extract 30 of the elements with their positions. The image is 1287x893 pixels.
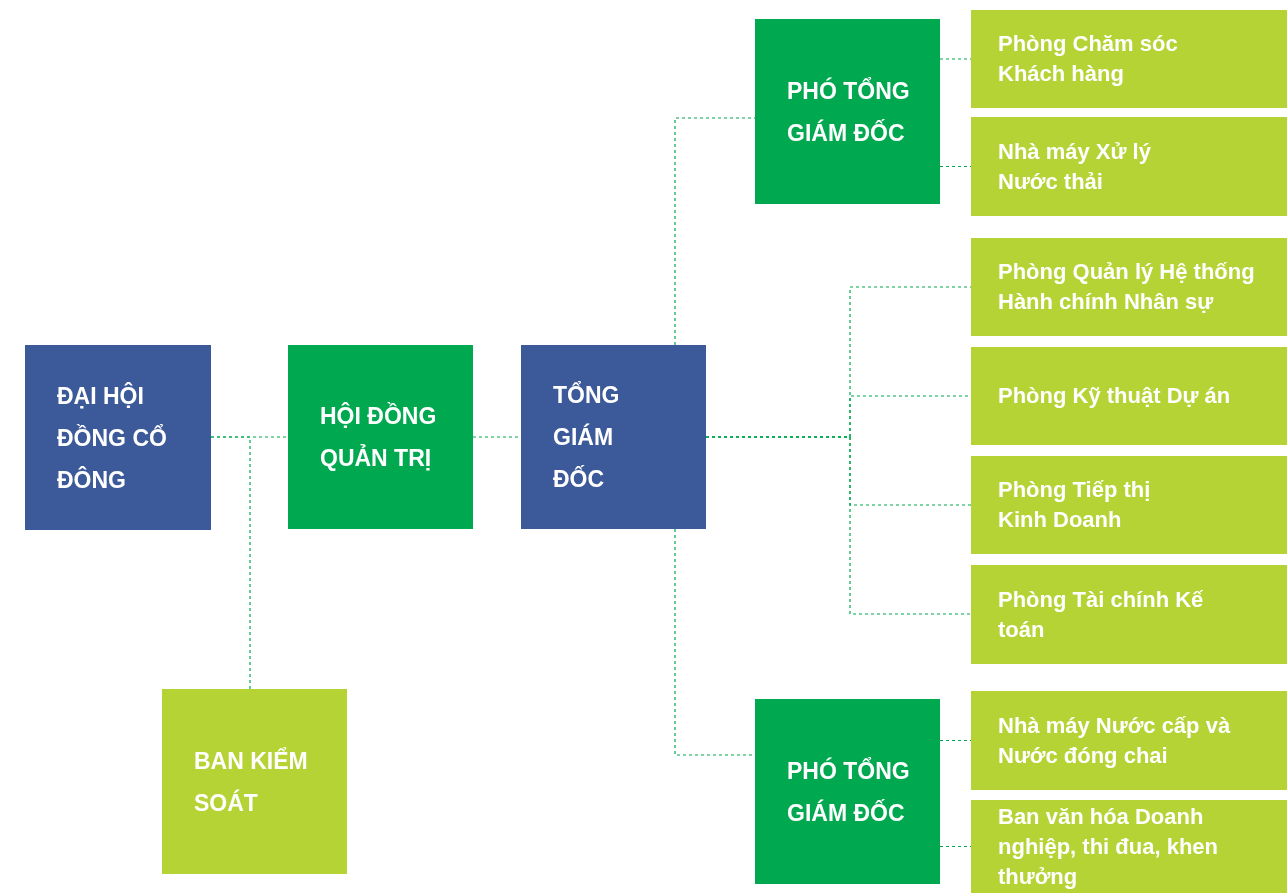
department-box <box>971 691 1287 790</box>
org-box <box>521 345 706 529</box>
box-label: Phòng Quản lý Hệ thống Hành chính Nhân sự <box>998 258 1256 316</box>
org-box <box>162 689 347 874</box>
box-label: Phòng Tiếp thị Kinh Doanh <box>998 476 1152 534</box>
box-label: HỘI ĐỒNG QUẢN TRỊ <box>320 401 438 473</box>
department-box <box>971 456 1287 554</box>
department-box <box>971 347 1287 445</box>
box-label: Ban văn hóa Doanh nghiệp, thi đua, khen thưởng <box>998 802 1219 891</box>
box-label: PHÓ TỔNG GIÁM ĐỐC <box>787 76 911 148</box>
org-box <box>755 699 940 884</box>
department-box <box>971 10 1287 108</box>
box-label: Nhà máy Xử lý Nước thải <box>998 137 1152 196</box>
org-box <box>25 345 211 530</box>
box-label: PHÓ TỔNG GIÁM ĐỐC <box>787 756 911 828</box>
department-box <box>971 800 1287 893</box>
box-label: Phòng Tài chính Kế toán <box>998 585 1205 644</box>
department-box <box>971 117 1287 216</box>
connector-line <box>210 436 251 690</box>
box-label: Phòng Chăm sóc Khách hàng <box>998 30 1179 88</box>
org-box <box>755 19 940 204</box>
department-box <box>971 238 1287 336</box>
org-box <box>288 345 473 529</box>
box-label: Nhà máy Nước cấp và Nước đóng chai <box>998 711 1232 770</box>
box-label: TỔNG GIÁM ĐỐC <box>553 380 621 494</box>
box-label: Phòng Kỹ thuật Dự án <box>998 382 1231 410</box>
connector-line <box>705 436 972 615</box>
department-box <box>971 565 1287 664</box>
box-label: BAN KIỂM SOÁT <box>194 746 309 818</box>
box-label: ĐẠI HỘI ĐỒNG CỔ ĐÔNG <box>57 381 168 495</box>
